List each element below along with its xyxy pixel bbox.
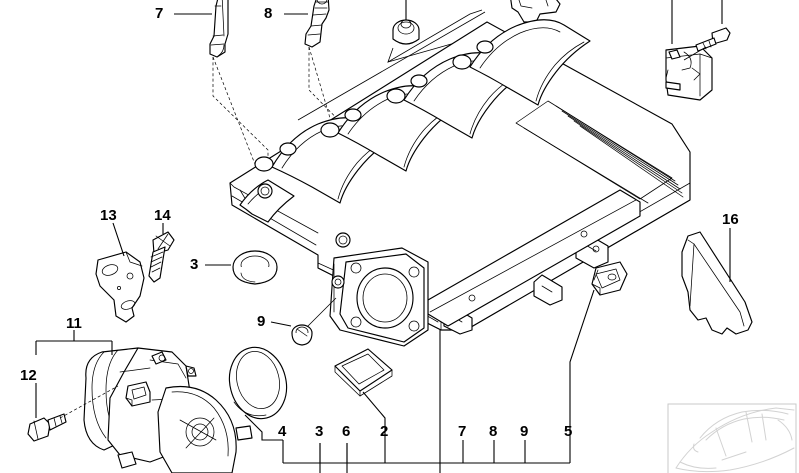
- rubber-plug-cap: [392, 19, 420, 45]
- sensor-module: [665, 45, 713, 101]
- leader-2-part: [362, 391, 386, 440]
- callout-9-bottom[interactable]: 9: [520, 423, 529, 440]
- hose-leader-dash-3: [212, 56, 261, 178]
- wedge-cover-panel: [681, 231, 753, 335]
- sensor-bolt: [695, 27, 731, 52]
- throttle-body-assembly: [83, 347, 253, 473]
- callout-16[interactable]: 16: [722, 211, 739, 228]
- grommet-leader-thin: [307, 297, 337, 327]
- intake-manifold-body: [229, 19, 691, 347]
- leader-4-part: [244, 414, 283, 441]
- rectangular-gasket: [334, 348, 393, 397]
- rubber-grommet: [291, 324, 313, 346]
- o-ring-large: [228, 346, 288, 420]
- callout-14[interactable]: 14: [154, 207, 171, 224]
- vacuum-hose-left: [209, 0, 229, 58]
- callout-7-top[interactable]: 7: [155, 5, 164, 22]
- sensor-bolt-dashline: [683, 46, 707, 61]
- callout-3-bottom[interactable]: 3: [315, 423, 324, 440]
- callout-12[interactable]: 12: [20, 367, 37, 384]
- self-tapping-screw: [148, 231, 175, 283]
- leader-9-mid: [270, 321, 292, 327]
- mounting-bracket: [95, 251, 145, 323]
- callout-6-bottom[interactable]: 6: [342, 423, 351, 440]
- callout-2-bottom[interactable]: 2: [380, 423, 389, 440]
- construction-line-1: [387, 9, 483, 63]
- callout-8-top[interactable]: 8: [264, 5, 273, 22]
- seal-ring-upper: [232, 250, 278, 285]
- callout-4-bottom[interactable]: 4: [278, 423, 287, 440]
- callout-5-bottom[interactable]: 5: [564, 423, 573, 440]
- callout-9-mid[interactable]: 9: [257, 313, 266, 330]
- clip-top-cutoff: [510, 0, 561, 23]
- callout-11[interactable]: 11: [66, 315, 82, 332]
- leader-13: [112, 222, 125, 257]
- callout-3[interactable]: 3: [190, 256, 199, 273]
- vacuum-hose-right: [304, 0, 330, 48]
- vehicle-outline-thumbnail: [667, 403, 797, 473]
- leader-5: [569, 289, 595, 440]
- callout-13[interactable]: 13: [100, 207, 117, 224]
- bolt-leader-dash: [59, 385, 119, 419]
- construction-line-3: [297, 11, 486, 121]
- callout-7-bottom[interactable]: 7: [458, 423, 467, 440]
- retaining-clip: [591, 261, 628, 296]
- throttle-body-bolt: [27, 413, 67, 442]
- callout-8-bottom[interactable]: 8: [489, 423, 498, 440]
- hose-leader-dash-2: [308, 47, 387, 173]
